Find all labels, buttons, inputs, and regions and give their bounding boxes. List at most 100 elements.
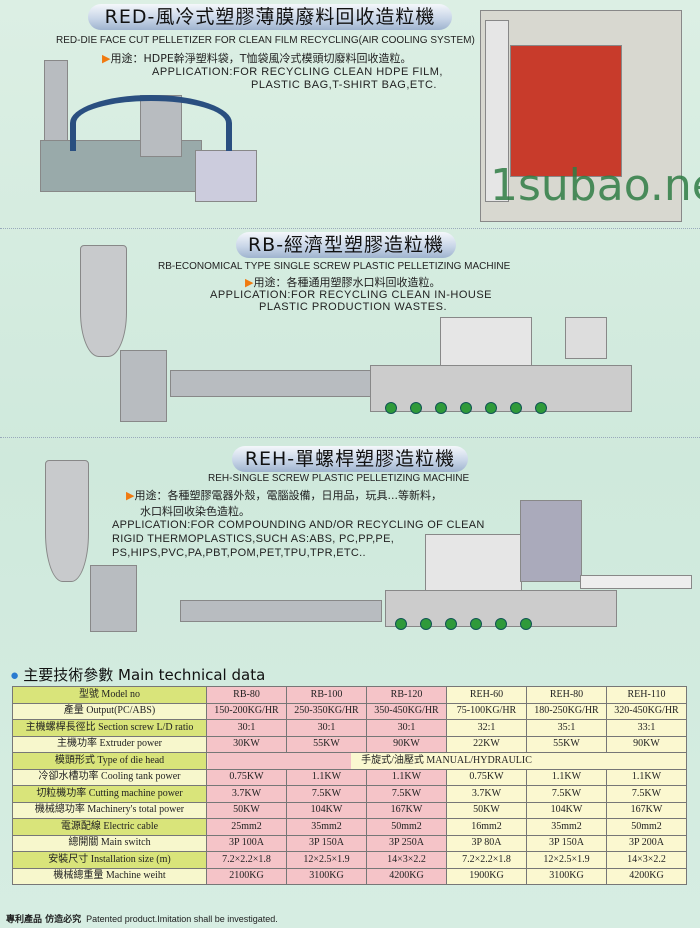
table-cell: 250-350KG/HR [286, 702, 367, 720]
table-cell: 4200KG [366, 867, 447, 885]
span-cell: 手旋式/油壓式 MANUAL/HYDRAULIC [206, 752, 687, 770]
model-header: RB-120 [366, 686, 447, 704]
specs-title-text: 主要技術參數 Main technical data [23, 666, 266, 684]
table-cell: 30KW [206, 735, 287, 753]
reh-application-3: PS,HIPS,PVC,PA,PBT,POM,PET,TPU,TPR,ETC.. [112, 547, 366, 559]
table-cell: 320-450KG/HR [606, 702, 687, 720]
table-cell: 50mm2 [606, 818, 687, 836]
table-cell: 32:1 [446, 719, 527, 737]
footer-cn: 專利產品 仿造必究 [6, 915, 82, 925]
rb-application-1: APPLICATION:FOR RECYCLING CLEAN IN-HOUSE [210, 289, 493, 301]
table-cell: 3P 150A [286, 834, 367, 852]
row-label: 安裝尺寸 Installation size (m) [12, 851, 207, 869]
row-label: 總開關 Main switch [12, 834, 207, 852]
table-cell: 90KW [366, 735, 447, 753]
reh-title: REH-單螺桿塑膠造粒機 [232, 446, 468, 472]
row-label: 電源配線 Electric cable [12, 818, 207, 836]
table-cell: 0.75KW [206, 768, 287, 786]
model-header: RB-80 [206, 686, 287, 704]
rb-application-2: PLASTIC PRODUCTION WASTES. [259, 301, 448, 313]
red-application-1: APPLICATION:FOR RECYCLING CLEAN HDPE FIL… [152, 66, 443, 78]
row-label: 產量 Output(PC/ABS) [12, 702, 207, 720]
table-cell: 104KW [286, 801, 367, 819]
row-label: 切粒機功率 Cutting machine power [12, 785, 207, 803]
bullet-icon: ● [10, 667, 20, 684]
reh-use-1: ▶用途：各種塑膠電器外殼，電腦設備，日用品，玩具...等新料， [126, 487, 442, 503]
specs-title: ● 主要技術參數 Main technical data [10, 664, 265, 685]
table-cell: 4200KG [606, 867, 687, 885]
table-cell: 3P 200A [606, 834, 687, 852]
table-cell: 2100KG [206, 867, 287, 885]
table-cell: 50mm2 [366, 818, 447, 836]
table-cell: 7.5KW [366, 785, 447, 803]
table-cell: 167KW [366, 801, 447, 819]
reh-use-2: 水口料回收染色造粒。 [140, 505, 250, 518]
table-cell: 180-250KG/HR [526, 702, 607, 720]
table-cell: 35mm2 [526, 818, 607, 836]
reh-use-text: 用途：各種塑膠電器外殼，電腦設備，日用品，玩具...等新料， [134, 489, 442, 502]
header-label: 型號 Model no [12, 686, 207, 704]
red-title: RED-風冷式塑膠薄膜廢料回收造粒機 [88, 4, 452, 30]
model-header: REH-60 [446, 686, 527, 704]
table-cell: 14×3×2.2 [606, 851, 687, 869]
table-cell: 7.5KW [286, 785, 367, 803]
rb-title: RB-經濟型塑膠造粒機 [236, 232, 456, 258]
red-application-2: PLASTIC BAG,T-SHIRT BAG,ETC. [251, 79, 437, 91]
table-cell: 90KW [606, 735, 687, 753]
row-label: 主機功率 Extruder power [12, 735, 207, 753]
footer: 專利產品 仿造必究 Patented product.Imitation sha… [6, 912, 278, 925]
table-cell: 1.1KW [286, 768, 367, 786]
table-cell: 1.1KW [526, 768, 607, 786]
footer-en: Patented product.Imitation shall be inve… [86, 914, 278, 924]
table-cell: 150-200KG/HR [206, 702, 287, 720]
table-cell: 35:1 [526, 719, 607, 737]
table-cell: 12×2.5×1.9 [286, 851, 367, 869]
table-cell: 1.1KW [606, 768, 687, 786]
table-cell: 1.1KW [366, 768, 447, 786]
table-cell: 0.75KW [446, 768, 527, 786]
table-cell: 350-450KG/HR [366, 702, 447, 720]
table-cell: 7.5KW [606, 785, 687, 803]
reh-subtitle: REH-SINGLE SCREW PLASTIC PELLETIZING MAC… [208, 473, 470, 484]
table-cell: 35mm2 [286, 818, 367, 836]
row-label: 冷卻水槽功率 Cooling tank power [12, 768, 207, 786]
red-subtitle: RED-DIE FACE CUT PELLETIZER FOR CLEAN FI… [56, 35, 475, 46]
arrow-icon: ▶ [126, 489, 135, 502]
section-divider [0, 437, 700, 438]
table-cell: 22KW [446, 735, 527, 753]
model-header: REH-110 [606, 686, 687, 704]
table-cell: 16mm2 [446, 818, 527, 836]
table-cell: 3.7KW [206, 785, 287, 803]
table-cell: 33:1 [606, 719, 687, 737]
rb-use: ▶用途：各種通用塑膠水口料回收造粒。 [245, 274, 440, 290]
reh-application-1: APPLICATION:FOR COMPOUNDING AND/OR RECYC… [112, 519, 485, 531]
reh-application-2: RIGID THERMOPLASTICS,SUCH AS:ABS, PC,PP,… [112, 533, 395, 545]
table-cell: 55KW [526, 735, 607, 753]
table-cell: 14×3×2.2 [366, 851, 447, 869]
table-cell: 7.2×2.2×1.8 [206, 851, 287, 869]
table-cell: 104KW [526, 801, 607, 819]
row-label: 主機螺桿長徑比 Section screw L/D ratio [12, 719, 207, 737]
table-cell: 75-100KG/HR [446, 702, 527, 720]
red-use-text: 用途：HDPE幹淨塑料袋，T恤袋風冷式模頭切廢料回收造粒。 [110, 52, 412, 65]
table-cell: 50KW [446, 801, 527, 819]
table-cell: 3100KG [286, 867, 367, 885]
model-header: REH-80 [526, 686, 607, 704]
table-cell: 7.5KW [526, 785, 607, 803]
watermark: 1subao.net [490, 160, 700, 211]
table-cell: 3P 100A [206, 834, 287, 852]
table-cell: 3P 150A [526, 834, 607, 852]
table-cell: 3P 80A [446, 834, 527, 852]
